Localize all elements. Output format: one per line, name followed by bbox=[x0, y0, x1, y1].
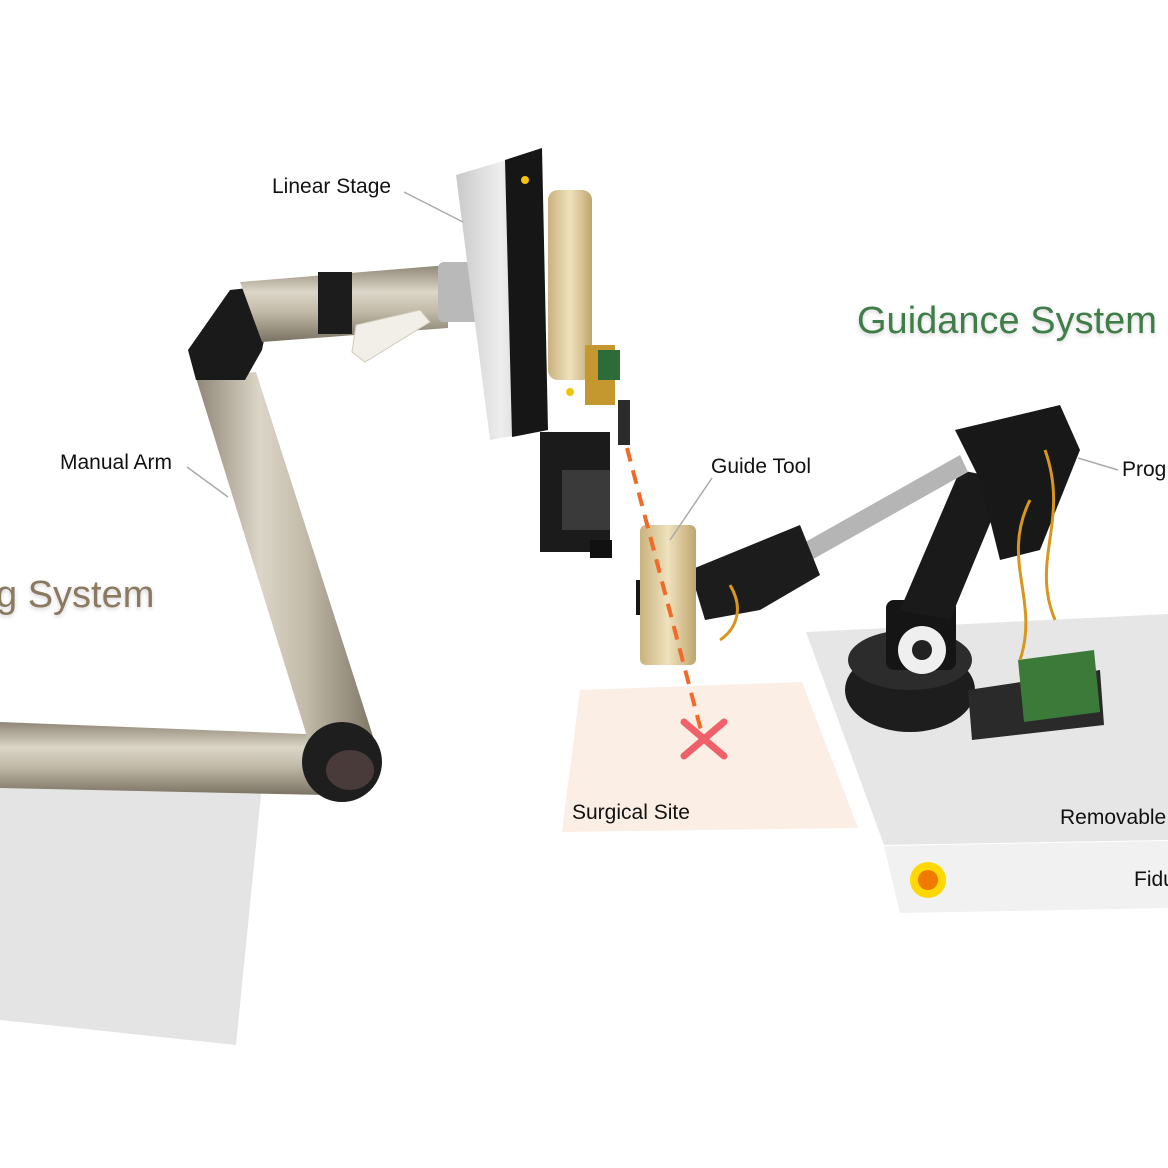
label-programmable-arm: Prog bbox=[1122, 458, 1167, 481]
cross-mark-icon bbox=[680, 718, 728, 760]
left-system-title: g System bbox=[0, 574, 155, 616]
leader-lines bbox=[186, 191, 1119, 541]
label-linear-stage: Linear Stage bbox=[272, 175, 392, 198]
fiducial-platform bbox=[884, 841, 1168, 913]
linear-stage bbox=[456, 148, 630, 558]
surgical-site-plane bbox=[562, 682, 858, 832]
label-guide-tool: Guide Tool bbox=[711, 455, 812, 478]
left-platform bbox=[0, 780, 262, 1045]
manual-arm bbox=[0, 262, 508, 802]
guide-tool-tube bbox=[640, 525, 696, 665]
fiducial-dot-icon bbox=[910, 862, 946, 898]
label-removable: Removable bbox=[1060, 806, 1167, 829]
trajectory-line bbox=[625, 447, 705, 739]
label-surgical-site: Surgical Site bbox=[572, 801, 690, 824]
label-manual-arm: Manual Arm bbox=[60, 451, 173, 474]
label-fiducial: Fidu bbox=[1134, 868, 1168, 891]
guidance-system-title: Guidance System bbox=[857, 300, 1157, 342]
